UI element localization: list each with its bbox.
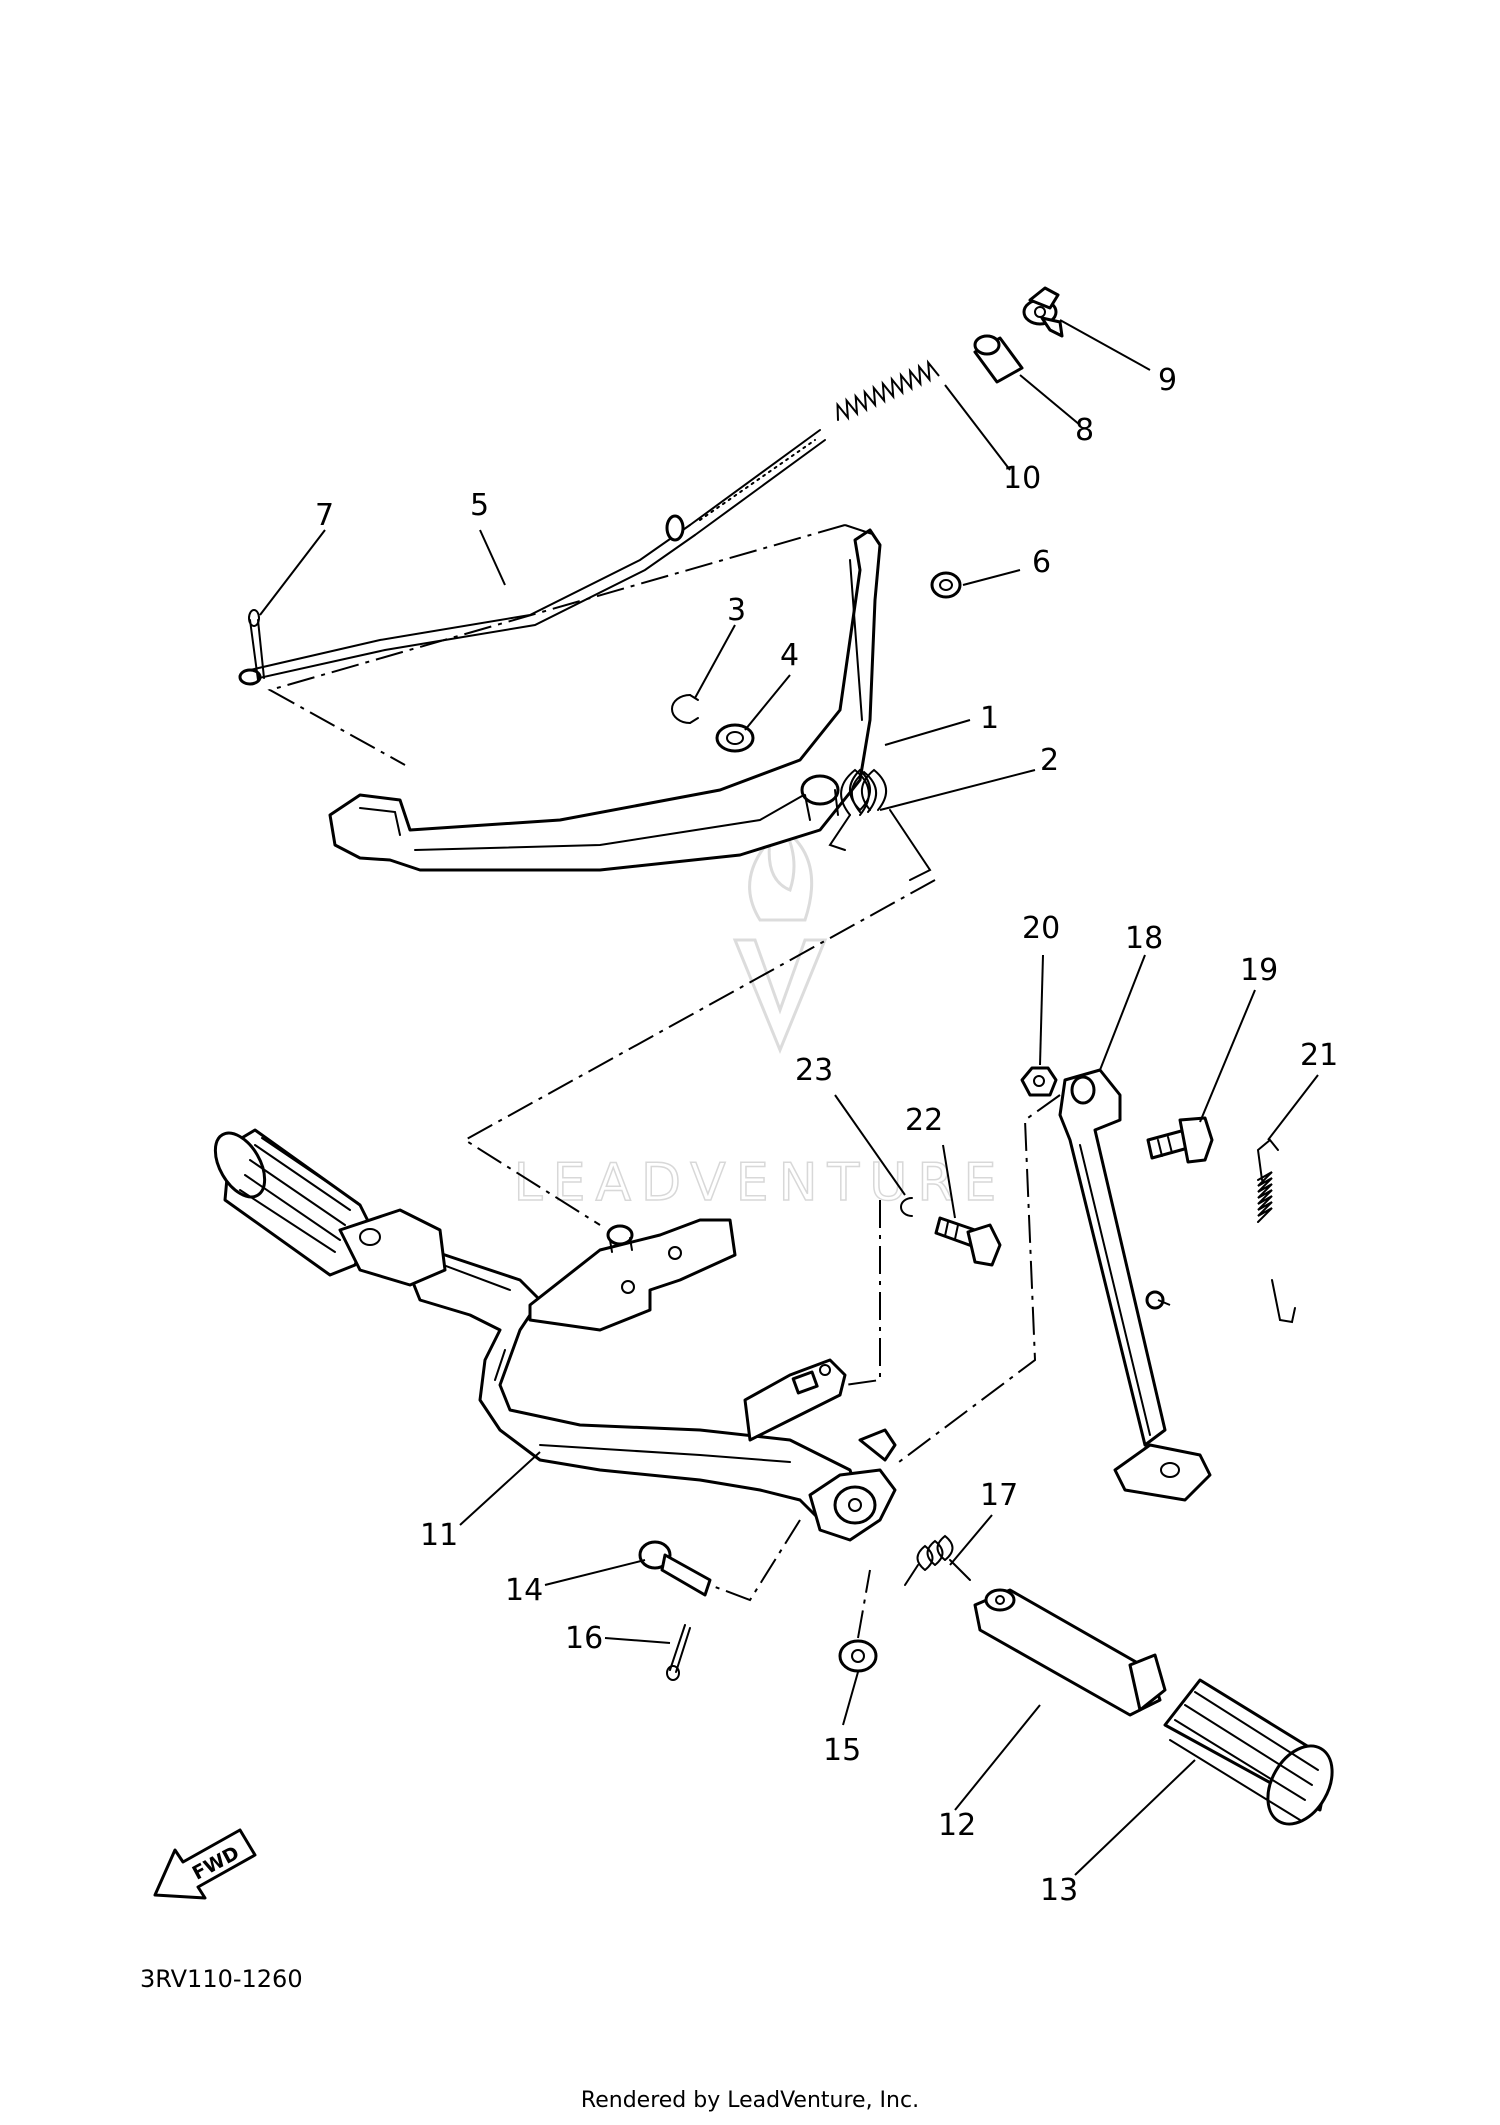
pedal-bushing — [800, 774, 840, 821]
sidestand-bolt — [1146, 1116, 1214, 1164]
sidestand-spring — [1256, 1138, 1296, 1324]
leadventure-watermark: LEADVENTURE — [513, 828, 1007, 1214]
callout-11: 11 — [420, 1518, 458, 1553]
washer-lower — [838, 1639, 878, 1673]
callout-15: 15 — [823, 1733, 861, 1768]
brake-rod — [238, 429, 826, 686]
callout-19: 19 — [1240, 953, 1278, 988]
sidestand — [1058, 1068, 1212, 1502]
callout-2: 2 — [1040, 743, 1059, 778]
footrest-pivot — [808, 1428, 897, 1542]
callout-1: 1 — [980, 701, 999, 736]
callout-12: 12 — [938, 1808, 976, 1843]
callout-23: 23 — [795, 1053, 833, 1088]
leader-lines — [259, 319, 1319, 1876]
washer-small — [930, 571, 962, 599]
callout-13: 13 — [1040, 1873, 1078, 1908]
callout-4: 4 — [780, 638, 799, 673]
callout-20: 20 — [1022, 911, 1060, 946]
footrest-rubber-right — [1163, 1678, 1334, 1826]
circlip-small — [900, 1197, 913, 1217]
watermark-text: LEADVENTURE — [514, 1153, 1007, 1213]
callout-9: 9 — [1158, 363, 1177, 398]
callout-7: 7 — [315, 498, 334, 533]
callout-10: 10 — [1003, 461, 1041, 496]
torsion-spring — [904, 1534, 971, 1586]
callout-16: 16 — [565, 1621, 603, 1656]
callout-5: 5 — [470, 488, 489, 523]
footrest-rubber-left — [213, 1128, 447, 1287]
joint-collar — [973, 334, 1024, 384]
wing-nut — [1022, 286, 1064, 338]
callout-14: 14 — [505, 1573, 543, 1608]
rendered-by-footer: Rendered by LeadVenture, Inc. — [581, 2088, 919, 2113]
callout-17: 17 — [980, 1478, 1018, 1513]
circlip — [671, 694, 699, 724]
footrest-pipe — [973, 1588, 1167, 1717]
assembly-lines — [267, 524, 1171, 1639]
sidestand-nut — [1020, 1066, 1058, 1097]
diagram-code: 3RV110-1260 — [140, 1965, 303, 1993]
callout-22: 22 — [905, 1103, 943, 1138]
cotter-pin-lower — [666, 1624, 691, 1681]
pivot-pin — [638, 1540, 712, 1597]
callout-18: 18 — [1125, 921, 1163, 956]
callout-6: 6 — [1032, 545, 1051, 580]
compression-spring — [836, 359, 940, 421]
callout-21: 21 — [1300, 1038, 1338, 1073]
callout-numbers: 1 2 3 4 5 6 7 8 9 10 11 12 13 14 15 16 1… — [315, 363, 1338, 1908]
cotter-pin — [248, 609, 265, 681]
brake-pedal — [328, 528, 882, 872]
bracket-plate-upper — [528, 1218, 737, 1332]
callout-8: 8 — [1075, 413, 1094, 448]
stand-mount-plate — [743, 1358, 847, 1442]
plain-washer — [715, 723, 755, 753]
forward-arrow-icon: FWD — [153, 1828, 257, 1900]
mounting-bolt — [934, 1216, 1002, 1267]
brake-return-spring — [828, 768, 932, 881]
callout-3: 3 — [727, 593, 746, 628]
